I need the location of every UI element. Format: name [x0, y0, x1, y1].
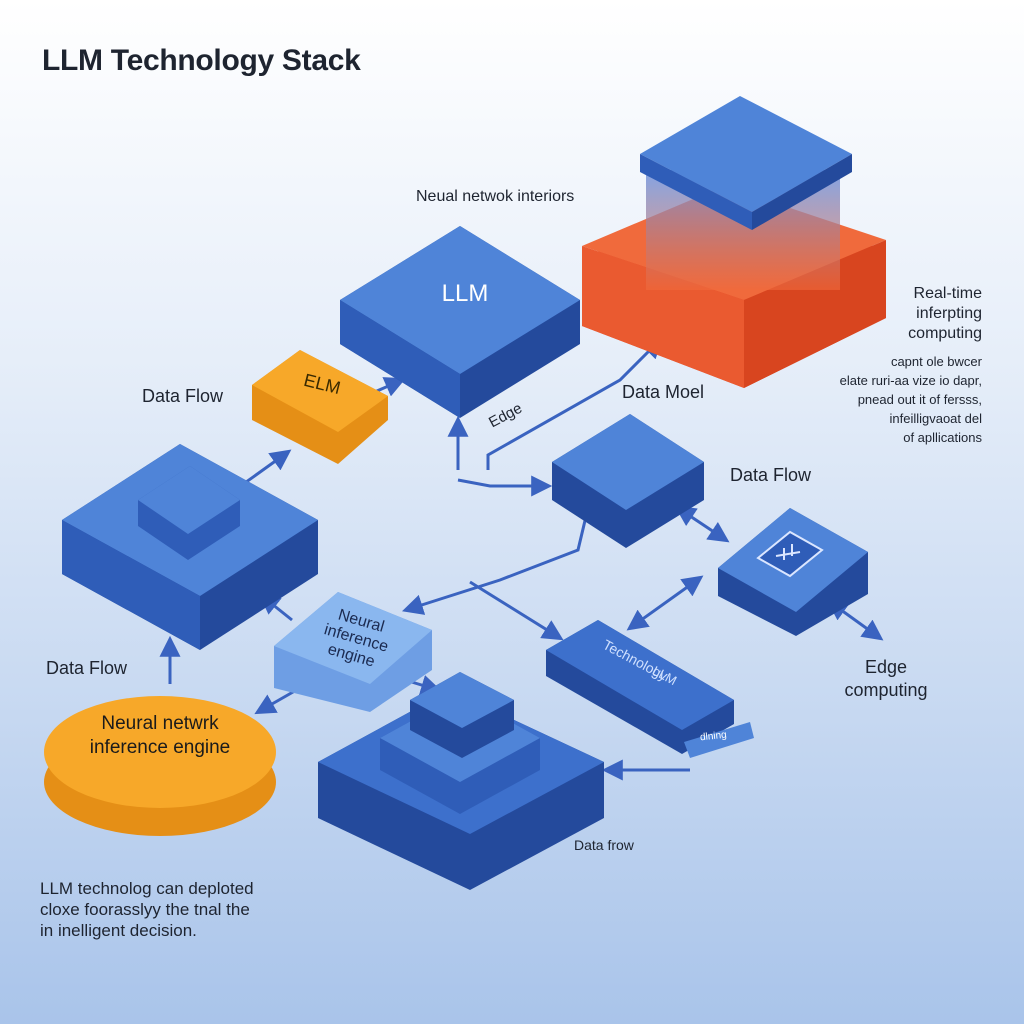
left-block	[62, 444, 318, 650]
data-flow-label-right: Data Flow	[730, 465, 812, 485]
real-time-line-3: computing	[908, 325, 982, 342]
neural-network-oval	[44, 696, 276, 836]
footer-line-2: cloxe foorasslyy the tnal the	[40, 900, 250, 919]
footer-note: LLM technolog can deploted cloxe foorass…	[40, 878, 254, 941]
side-note-line-3: pnead out it of fersss,	[857, 392, 982, 407]
chip-icon	[756, 530, 824, 578]
arrow-into-center-block	[457, 475, 553, 497]
technology-bar	[546, 620, 754, 758]
elm-block	[252, 350, 388, 464]
data-model-block	[582, 96, 886, 388]
side-note-line-1: capnt ole bwcer	[890, 354, 982, 369]
side-note: capnt ole bwcer elate ruri-aa vize io da…	[820, 352, 982, 447]
side-note-line-5: of apllications	[903, 430, 982, 445]
arrow-to-bar	[469, 580, 564, 641]
page-title: LLM Technology Stack	[42, 44, 361, 77]
real-time-line-2: inferpting	[916, 305, 982, 322]
icon-block	[718, 508, 868, 636]
arrow-block-to-icon	[674, 505, 730, 543]
footer-line-3: in inelligent decision.	[40, 921, 197, 940]
data-flow-label-top-left: Data Flow	[142, 386, 224, 406]
center-block	[552, 414, 704, 548]
arrow-icon-to-bar	[626, 575, 704, 631]
data-flow-label-bottom-left: Data Flow	[46, 658, 128, 678]
real-time-label: Real-time inferpting computing	[850, 284, 982, 344]
side-note-line-2: elate ruri-aa vize io dapr,	[839, 373, 982, 388]
neural-engine-tile	[274, 592, 432, 712]
data-model-label: Data Moel	[622, 382, 705, 402]
arrow-to-data-model	[486, 337, 663, 470]
footer-line-1: LLM technolog can deploted	[40, 879, 254, 898]
side-note-line-4: infeilligvaoat del	[889, 411, 982, 426]
neural-network-oval-label: Neural netwrk inference engine	[60, 712, 260, 760]
glass-cube-top	[640, 96, 852, 212]
oval-line-2: inference engine	[89, 737, 231, 758]
edge-computing-label: Edge computing	[830, 656, 942, 702]
oval-line-1: Neural netwrk	[101, 713, 219, 734]
arrow-center-to-engine	[401, 507, 590, 615]
edge-computing-line-1: Edge	[864, 657, 908, 677]
llm-main-block	[340, 226, 580, 418]
real-time-line-1: Real-time	[913, 285, 982, 302]
llm-main-label: LLM	[441, 280, 489, 307]
bottom-stack	[318, 672, 604, 890]
data-flow-label-bottom: Data frow	[574, 837, 634, 853]
neural-network-interiors-label: Neual netwok interiors	[416, 188, 575, 205]
edge-computing-line-2: computing	[844, 680, 928, 700]
